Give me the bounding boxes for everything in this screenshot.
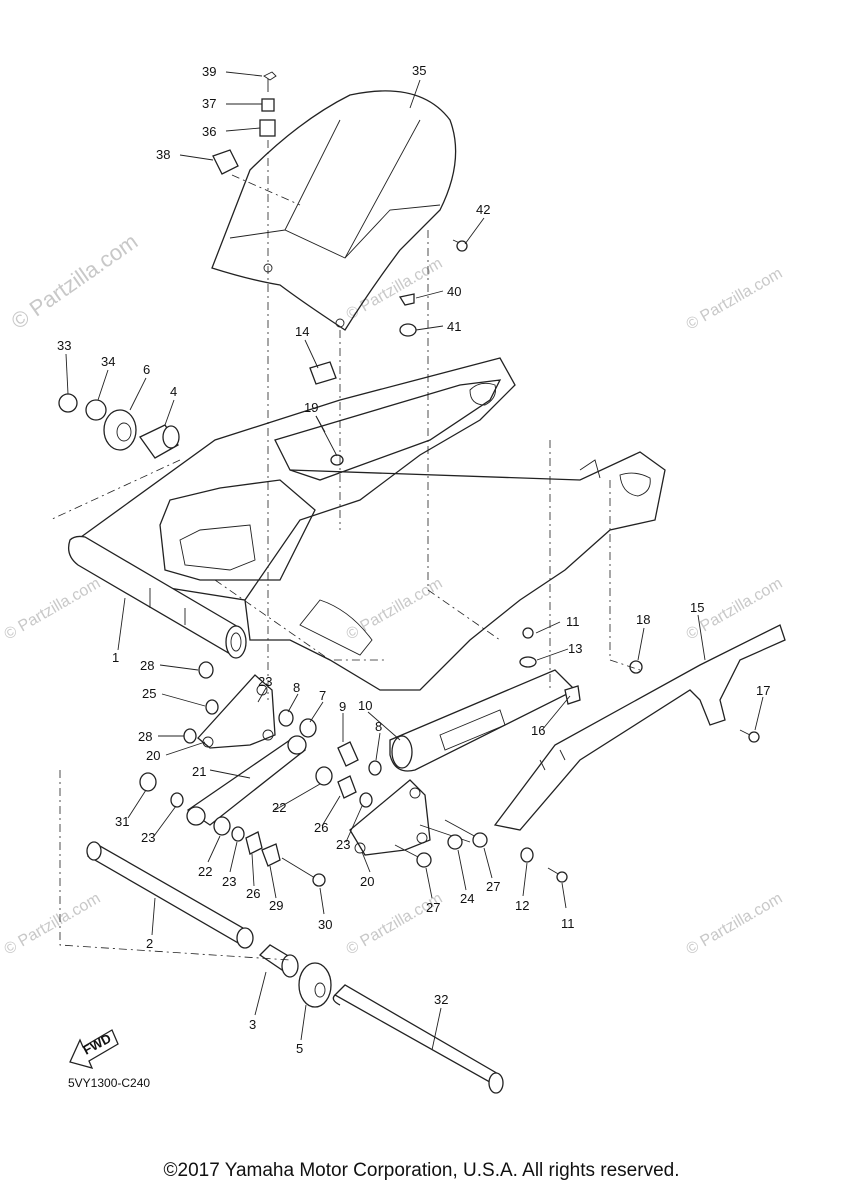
callout-15: 15 (690, 600, 704, 615)
callout-29: 29 (269, 898, 283, 913)
callout-14: 14 (295, 324, 309, 339)
swingarm-body-1 (67, 357, 666, 772)
callout-18: 18 (636, 612, 650, 627)
washer-5 (298, 962, 332, 1008)
watermark-main: © Partzilla.com (7, 229, 143, 335)
callout-41: 41 (447, 319, 461, 334)
callout-33: 33 (57, 338, 71, 353)
callout-30: 30 (318, 917, 332, 932)
callout-23-mid: 23 (336, 837, 350, 852)
callout-27-upper: 27 (486, 879, 500, 894)
callout-34: 34 (101, 354, 115, 369)
callout-19: 19 (304, 400, 318, 415)
callout-36: 36 (202, 124, 216, 139)
watermark-left-low: © Partzilla.com (2, 890, 104, 959)
callout-26-upper: 26 (314, 820, 328, 835)
callout-10: 10 (358, 698, 372, 713)
diagram-code: 5VY1300-C240 (68, 1076, 151, 1090)
relay-arm-20-upper (197, 674, 276, 749)
callout-16: 16 (531, 723, 545, 738)
callout-24: 24 (460, 891, 474, 906)
callout-20-lower: 20 (360, 874, 374, 889)
callout-7: 7 (319, 688, 326, 703)
callout-21: 21 (192, 764, 206, 779)
callout-37: 37 (202, 96, 216, 111)
callout-39: 39 (202, 64, 216, 79)
bearing-stack-left (58, 393, 180, 459)
callout-9: 9 (339, 699, 346, 714)
bearing-3 (258, 944, 299, 978)
callout-3: 3 (249, 1017, 256, 1032)
connecting-rod-21 (186, 735, 307, 826)
leader-lines (65, 71, 764, 1051)
callout-26-lower: 26 (246, 886, 260, 901)
copyright-notice: ©2017 Yamaha Motor Corporation, U.S.A. A… (163, 1160, 680, 1181)
callout-20-upper: 20 (146, 748, 160, 763)
callout-labels: 39 37 36 38 35 42 40 41 33 34 6 4 14 19 … (57, 63, 770, 1056)
watermark-right-top: © Partzilla.com (684, 265, 786, 334)
callout-2: 2 (146, 936, 153, 951)
callout-42: 42 (476, 202, 490, 217)
callout-27-lower: 27 (426, 900, 440, 915)
callout-8-upper: 8 (293, 680, 300, 695)
callout-5: 5 (296, 1041, 303, 1056)
callout-1: 1 (112, 650, 119, 665)
watermark-center-mid: © Partzilla.com (344, 575, 446, 644)
callout-4: 4 (170, 384, 177, 399)
callout-23-left: 23 (141, 830, 155, 845)
callout-28-upper: 28 (140, 658, 154, 673)
watermark-right-low: © Partzilla.com (684, 890, 786, 959)
callout-22-lower: 22 (198, 864, 212, 879)
callout-25: 25 (142, 686, 156, 701)
callout-22-upper: 22 (272, 800, 286, 815)
axle-32 (332, 984, 504, 1094)
callout-11-upper: 11 (566, 614, 580, 629)
callout-12: 12 (515, 898, 529, 913)
callout-8-lower: 8 (375, 719, 382, 734)
callout-40: 40 (447, 284, 461, 299)
watermarks: © Partzilla.com © Partzilla.com © Partzi… (2, 229, 786, 959)
callout-35: 35 (412, 63, 426, 78)
fwd-arrow: FWD (69, 1029, 119, 1069)
watermark-left-mid: © Partzilla.com (2, 575, 104, 644)
callout-38: 38 (156, 147, 170, 162)
callout-23-lower: 23 (222, 874, 236, 889)
callout-31: 31 (115, 814, 129, 829)
callout-11-lower: 11 (561, 916, 575, 931)
callout-6: 6 (143, 362, 150, 377)
hardware-parts (139, 71, 760, 887)
chain-guard-15 (493, 624, 786, 831)
callout-23-upper: 23 (258, 674, 272, 689)
watermark-mid: © Partzilla.com (344, 255, 446, 324)
callout-32: 32 (434, 992, 448, 1007)
collar-2 (86, 841, 254, 949)
callout-17: 17 (756, 683, 770, 698)
center-lines (49, 140, 641, 961)
relay-arm-20-lower (349, 779, 431, 856)
callout-13: 13 (568, 641, 582, 656)
seat-cowl-35 (211, 90, 457, 331)
callout-28-lower: 28 (138, 729, 152, 744)
